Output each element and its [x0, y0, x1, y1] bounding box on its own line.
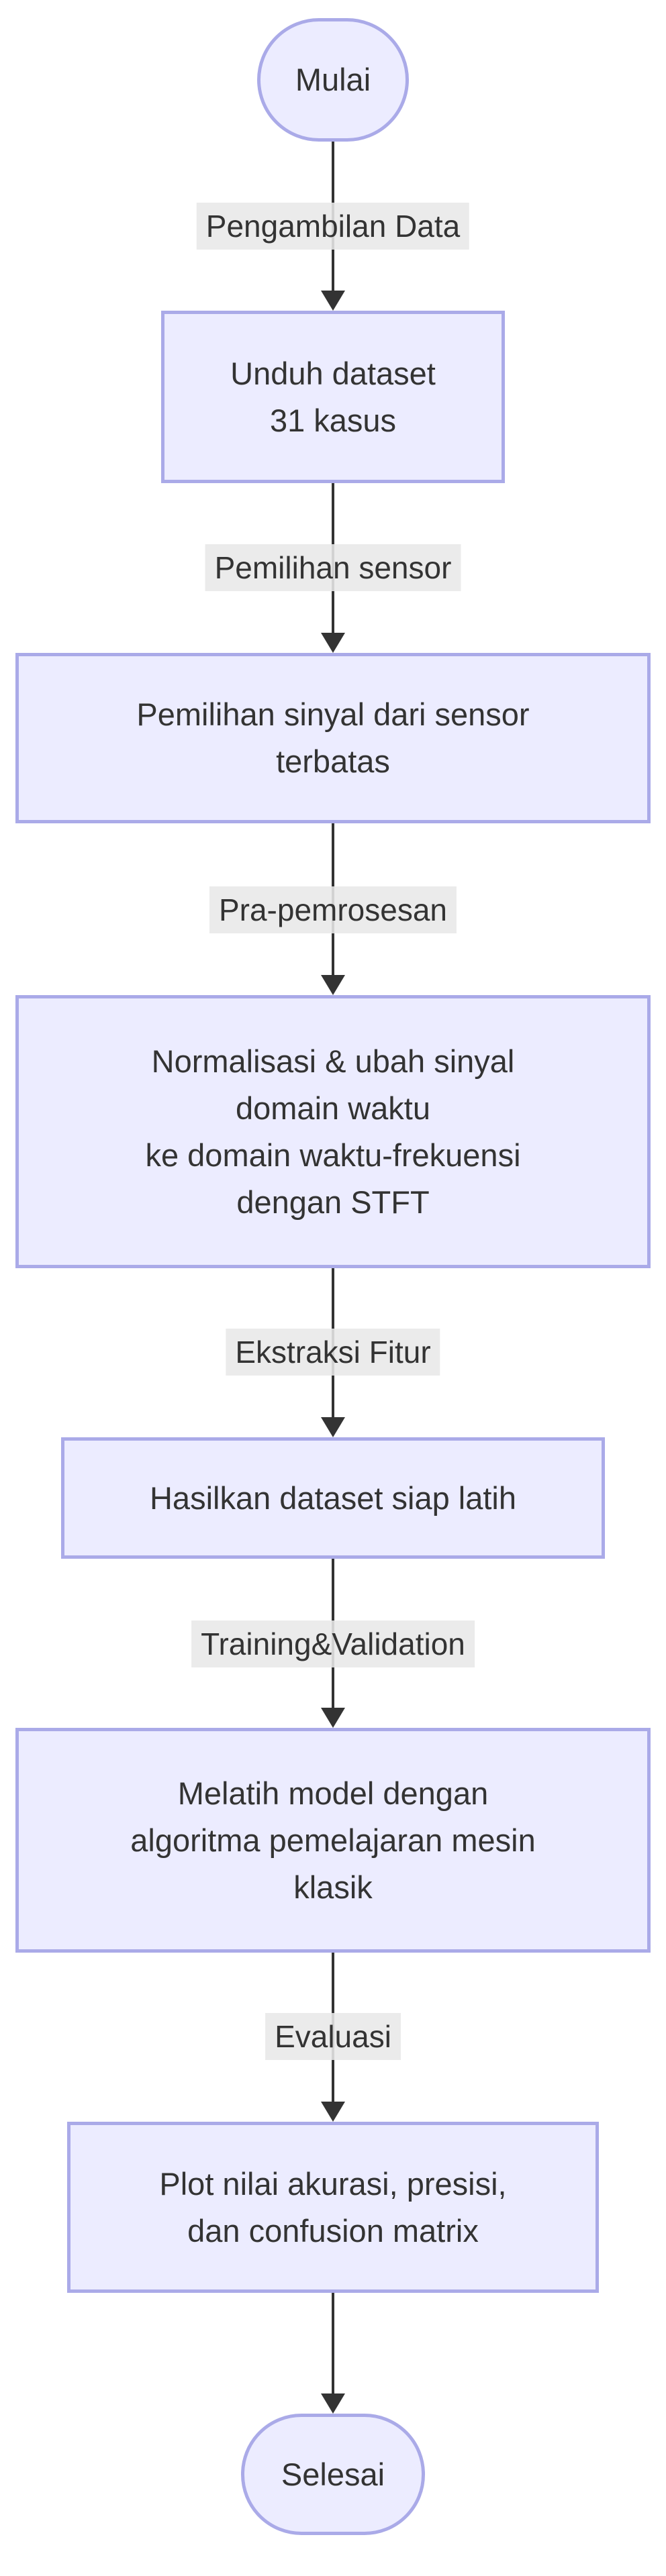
- edge-arrowhead: [321, 975, 345, 995]
- process-node-normalisasi-stft: Normalisasi & ubah sinyal domain waktu k…: [15, 995, 651, 1268]
- edge-label-pemilihan-sensor: Pemilihan sensor: [205, 544, 461, 591]
- node-line: Normalisasi & ubah sinyal: [151, 1043, 515, 1079]
- process-node-dataset-siap-latih: Hasilkan dataset siap latih: [61, 1437, 605, 1559]
- node-label: Selesai: [281, 2456, 385, 2492]
- node-line: Melatih model dengan: [177, 1775, 489, 1811]
- node-line: dan confusion matrix: [187, 2212, 479, 2249]
- edge-arrowhead: [321, 2393, 345, 2414]
- edge-arrowhead: [321, 1708, 345, 1728]
- node-line: 31 kasus: [269, 402, 397, 438]
- node-line: Unduh dataset: [230, 355, 436, 391]
- process-node-pemilihan-sinyal: Pemilihan sinyal dari sensor terbatas: [15, 653, 651, 823]
- edge-arrowhead: [321, 633, 345, 653]
- process-node-plot-hasil: Plot nilai akurasi, presisi, dan confusi…: [67, 2122, 599, 2293]
- node-line: domain waktu: [236, 1090, 430, 1126]
- edge-label-training-validation: Training&Validation: [191, 1620, 475, 1667]
- node-line: Hasilkan dataset siap latih: [149, 1480, 517, 1516]
- node-line: dengan STFT: [236, 1184, 430, 1220]
- node-line: Plot nilai akurasi, presisi,: [159, 2165, 507, 2202]
- edge-arrowhead: [321, 2102, 345, 2122]
- edge-label-pra-pemrosesan: Pra-pemrosesan: [209, 886, 457, 933]
- node-line: klasik: [293, 1869, 373, 1905]
- edge-arrowhead: [321, 1417, 345, 1437]
- edge-label-evaluasi: Evaluasi: [265, 2013, 401, 2060]
- edge-line: [332, 2293, 334, 2396]
- start-node-mulai: Mulai: [257, 18, 409, 142]
- edge-label-ekstraksi-fitur: Ekstraksi Fitur: [226, 1329, 440, 1376]
- edge-arrowhead: [321, 291, 345, 311]
- end-node-selesai: Selesai: [241, 2414, 425, 2535]
- process-node-unduh-dataset: Unduh dataset 31 kasus: [161, 311, 505, 483]
- node-line: algoritma pemelajaran mesin: [130, 1822, 536, 1858]
- node-label: Mulai: [295, 62, 371, 97]
- node-line: Pemilihan sinyal dari sensor: [136, 697, 530, 732]
- process-node-melatih-model: Melatih model dengan algoritma pemelajar…: [15, 1728, 651, 1953]
- node-line: ke domain waktu-frekuensi: [145, 1137, 521, 1173]
- edge-label-pengambilan-data: Pengambilan Data: [196, 203, 470, 250]
- node-line: terbatas: [276, 743, 390, 779]
